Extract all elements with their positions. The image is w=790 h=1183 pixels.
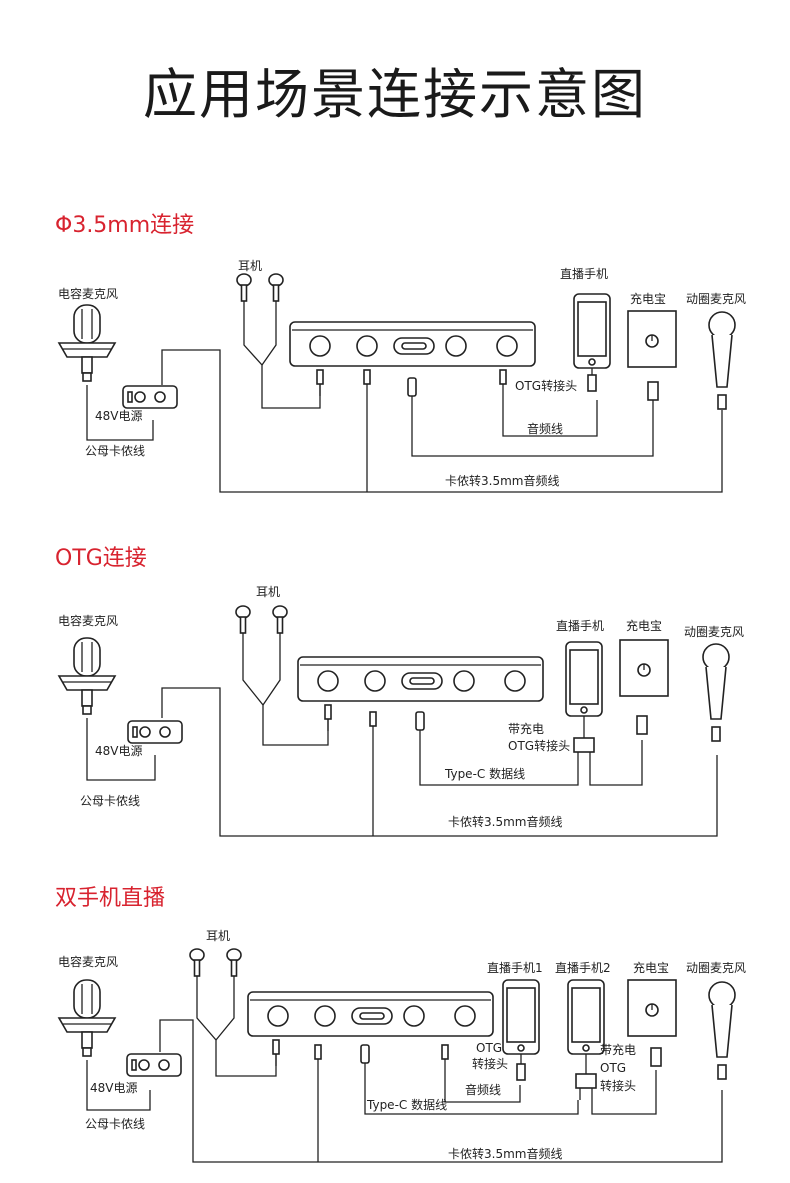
usbc-plug-icon xyxy=(360,1044,370,1064)
label-xlr-to-35: 卡侬转3.5mm音频线 xyxy=(448,814,562,829)
label-typec: Type-C 数据线 xyxy=(366,1097,447,1112)
jack-icon xyxy=(363,369,371,397)
label-phone-2: 直播手机2 xyxy=(555,961,611,975)
label-otg: OTG转接头 xyxy=(515,378,577,393)
label-xlr-to-35: 卡侬转3.5mm音频线 xyxy=(445,473,559,488)
phantom-power-icon xyxy=(122,385,178,409)
usbc-plug-icon xyxy=(415,711,425,731)
earbud-right-icon xyxy=(272,605,288,634)
sound-card-device xyxy=(289,321,536,367)
label-audio-cable: 音频线 xyxy=(527,421,563,436)
otg-charge-adapter-icon xyxy=(575,1073,597,1089)
earbud-left-icon xyxy=(235,605,251,634)
label-otg1-line1: OTG xyxy=(476,1041,502,1055)
label-earphones: 耳机 xyxy=(256,585,280,599)
usbc-plug-icon xyxy=(407,377,417,397)
usb-a-plug-icon xyxy=(647,381,659,401)
label-condenser-mic: 电容麦克风 xyxy=(58,613,118,628)
phone-1-icon xyxy=(502,979,540,1055)
earbud-right-icon xyxy=(268,273,284,302)
label-dynamic-mic: 动圈麦克风 xyxy=(686,961,746,975)
label-condenser-mic: 电容麦克风 xyxy=(58,954,118,969)
label-charge-line1: 带充电 xyxy=(600,1042,636,1057)
label-charge-line3: 转接头 xyxy=(600,1078,636,1093)
usb-a-plug-icon xyxy=(636,715,648,735)
label-power-bank: 充电宝 xyxy=(630,291,666,306)
section-35mm-diagram: 电容麦克风 48V电源 公母卡侬线 耳机 直播手机 OTG转接头 音频线 充电宝… xyxy=(58,259,746,493)
earbud-left-icon xyxy=(236,273,252,302)
label-phone: 直播手机 xyxy=(560,267,608,281)
label-earphones: 耳机 xyxy=(206,929,230,943)
dynamic-mic-icon xyxy=(708,981,736,1080)
phantom-power-icon xyxy=(127,720,183,744)
power-bank-icon xyxy=(619,639,669,697)
sound-card-device xyxy=(247,991,494,1037)
label-power-bank: 充电宝 xyxy=(626,618,662,633)
label-charge-otg-line1: 带充电 xyxy=(508,721,544,736)
label-audio-cable: 音频线 xyxy=(465,1082,501,1097)
condenser-mic-icon xyxy=(58,304,116,382)
power-bank-icon xyxy=(627,979,677,1037)
jack-icon xyxy=(272,1039,280,1067)
phone-icon xyxy=(573,293,611,369)
label-charge-otg-line2: OTG转接头 xyxy=(508,738,570,753)
jack-icon xyxy=(316,369,324,397)
jack-icon xyxy=(499,369,507,397)
dynamic-mic-icon xyxy=(708,311,736,410)
power-bank-icon xyxy=(627,310,677,368)
condenser-mic-icon xyxy=(58,637,116,715)
page-title: 应用场景连接示意图 xyxy=(143,63,647,126)
section-heading-otg: OTG连接 xyxy=(55,546,147,571)
label-dynamic-mic: 动圈麦克风 xyxy=(684,625,744,639)
label-48v: 48V电源 xyxy=(95,744,142,758)
label-xlr-to-35: 卡侬转3.5mm音频线 xyxy=(448,1146,562,1161)
jack-icon xyxy=(369,711,377,739)
phone-2-icon xyxy=(567,979,605,1055)
phone-icon xyxy=(565,641,603,717)
label-condenser-mic: 电容麦克风 xyxy=(58,286,118,301)
label-dynamic-mic: 动圈麦克风 xyxy=(686,292,746,306)
phantom-power-icon xyxy=(126,1053,182,1077)
otg-adapter-icon xyxy=(587,374,597,392)
label-48v: 48V电源 xyxy=(95,409,142,423)
section-heading-35mm: Φ3.5mm连接 xyxy=(55,213,195,238)
sound-card-device xyxy=(297,656,544,702)
label-otg1-line2: 转接头 xyxy=(472,1056,508,1071)
jack-icon xyxy=(324,704,332,732)
label-phone-1: 直播手机1 xyxy=(487,961,543,975)
label-typec: Type-C 数据线 xyxy=(444,766,525,781)
label-xlr-cable: 公母卡侬线 xyxy=(85,444,145,458)
label-power-bank: 充电宝 xyxy=(633,960,669,975)
label-xlr-cable: 公母卡侬线 xyxy=(80,794,140,808)
jack-icon xyxy=(441,1044,449,1072)
label-48v: 48V电源 xyxy=(90,1081,137,1095)
label-charge-line2: OTG xyxy=(600,1061,626,1075)
condenser-mic-icon xyxy=(58,979,116,1057)
label-phone: 直播手机 xyxy=(556,619,604,633)
section-heading-dual-phone: 双手机直播 xyxy=(55,886,166,911)
usb-a-plug-icon xyxy=(650,1047,662,1067)
section-otg-diagram: 电容麦克风 48V电源 公母卡侬线 耳机 直播手机 带充电 OTG转接头 Typ… xyxy=(58,585,744,837)
otg-charge-adapter-icon xyxy=(573,737,595,753)
label-xlr-cable: 公母卡侬线 xyxy=(85,1117,145,1131)
otg-adapter-icon xyxy=(516,1063,526,1081)
earbud-right-icon xyxy=(226,948,242,977)
jack-icon xyxy=(314,1044,322,1072)
dynamic-mic-icon xyxy=(702,643,730,742)
label-earphones: 耳机 xyxy=(238,259,262,273)
section-dual-phone-diagram: 电容麦克风 48V电源 公母卡侬线 耳机 直播手机1 OTG 转接头 音频线 T… xyxy=(58,929,746,1163)
earbud-left-icon xyxy=(189,948,205,977)
